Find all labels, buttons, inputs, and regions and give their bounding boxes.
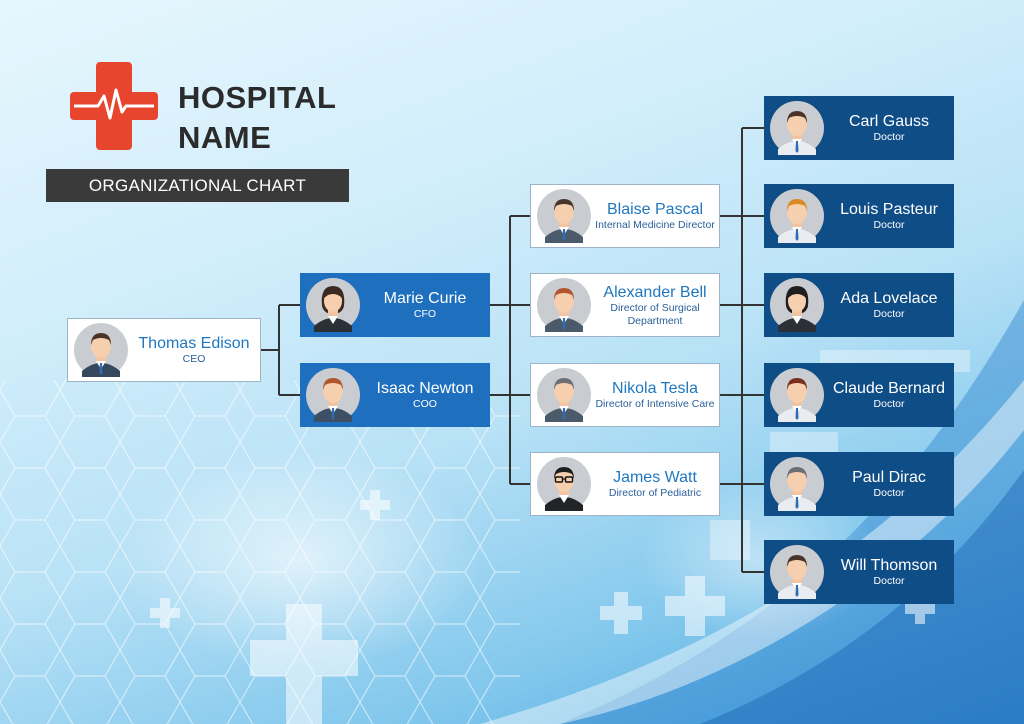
director-name: Alexander Bell xyxy=(603,284,707,301)
doctor-name: Paul Dirac xyxy=(852,469,926,487)
director-box[interactable]: Blaise Pascal Internal Medicine Director xyxy=(530,184,720,248)
chart-subtitle-banner: ORGANIZATIONAL CHART xyxy=(46,169,349,202)
person-avatar-icon xyxy=(770,545,824,599)
ceo-name: Thomas Edison xyxy=(138,335,250,353)
person-avatar-icon xyxy=(74,323,128,377)
director-name: Nikola Tesla xyxy=(612,380,698,398)
doctor-box[interactable]: Ada Lovelace Doctor xyxy=(764,273,954,337)
doctor-role: Doctor xyxy=(873,308,905,321)
person-avatar-icon xyxy=(306,278,360,332)
doctor-name: Ada Lovelace xyxy=(840,290,938,308)
cfo-name: Marie Curie xyxy=(383,290,467,308)
doctor-name: Louis Pasteur xyxy=(840,201,938,219)
director-box[interactable]: James Watt Director of Pediatric xyxy=(530,452,720,516)
person-avatar-icon xyxy=(770,457,824,511)
cfo-role: CFO xyxy=(413,308,437,321)
director-box[interactable]: Nikola Tesla Director of Intensive Care xyxy=(530,363,720,427)
doctor-role: Doctor xyxy=(873,398,905,411)
medical-cross-heartbeat-icon xyxy=(70,62,158,150)
doctor-name: Claude Bernard xyxy=(832,380,946,398)
person-avatar-icon xyxy=(770,101,824,155)
doctor-role: Doctor xyxy=(873,131,905,144)
doctor-role: Doctor xyxy=(873,219,905,232)
person-avatar-icon xyxy=(770,189,824,243)
director-box[interactable]: Alexander Bell Director of Surgical Depa… xyxy=(530,273,720,337)
person-avatar-icon xyxy=(537,368,591,422)
ceo-role: CEO xyxy=(182,353,206,366)
doctor-box[interactable]: Carl Gauss Doctor xyxy=(764,96,954,160)
person-avatar-icon xyxy=(306,368,360,422)
person-avatar-icon xyxy=(770,278,824,332)
ceo-box[interactable]: Thomas Edison CEO xyxy=(67,318,261,382)
director-role: Director of Pediatric xyxy=(608,487,702,500)
coo-name: Isaac Newton xyxy=(376,380,474,398)
doctor-box[interactable]: Claude Bernard Doctor xyxy=(764,363,954,427)
doctor-box[interactable]: Paul Dirac Doctor xyxy=(764,452,954,516)
director-role: Director of Surgical Department xyxy=(610,302,700,327)
hospital-name-title: HOSPITAL NAME xyxy=(178,78,336,158)
cfo-box[interactable]: Marie Curie CFO xyxy=(300,273,490,337)
director-role: Director of Intensive Care xyxy=(595,398,715,411)
director-name: Blaise Pascal xyxy=(606,201,704,219)
doctor-role: Doctor xyxy=(873,575,905,588)
person-avatar-icon xyxy=(537,457,591,511)
coo-box[interactable]: Isaac Newton COO xyxy=(300,363,490,427)
hospital-title-line2: NAME xyxy=(178,120,272,155)
doctor-name: Carl Gauss xyxy=(848,113,930,131)
director-role: Internal Medicine Director xyxy=(595,219,715,232)
director-name: James Watt xyxy=(613,469,697,487)
doctor-name: Will Thomson xyxy=(840,557,938,575)
doctor-box[interactable]: Will Thomson Doctor xyxy=(764,540,954,604)
hospital-title-line1: HOSPITAL xyxy=(178,80,337,115)
person-avatar-icon xyxy=(537,189,591,243)
person-avatar-icon xyxy=(770,368,824,422)
person-avatar-icon xyxy=(537,278,591,332)
doctor-role: Doctor xyxy=(873,487,905,500)
doctor-box[interactable]: Louis Pasteur Doctor xyxy=(764,184,954,248)
coo-role: COO xyxy=(413,398,437,411)
